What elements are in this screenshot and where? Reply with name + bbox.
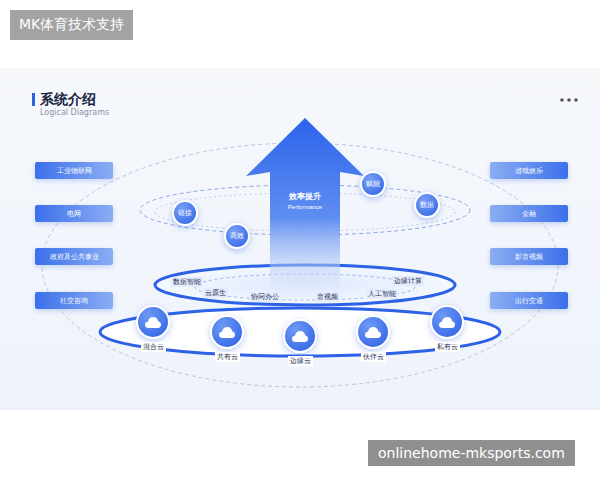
node-text: 边缘云: [288, 356, 313, 366]
cloud-icon: [283, 319, 317, 353]
node-text: 共有云: [215, 352, 240, 362]
service-label: 音视频: [315, 292, 340, 302]
cloud-icon: [136, 305, 170, 339]
service-label: 数据智能: [171, 277, 203, 287]
orbit-circle: 高效: [224, 223, 250, 249]
node-text: 影音视频: [515, 252, 543, 262]
title-bar: [32, 93, 35, 106]
industry-box: 工业物联网: [35, 162, 113, 179]
orbit-circle: 数据: [414, 192, 440, 218]
service-label: 云原生: [203, 288, 228, 298]
cloud-node: 边缘云: [280, 319, 320, 366]
panel: [0, 68, 600, 410]
node-text: 赋能: [366, 179, 380, 189]
node-text: 数据: [420, 200, 434, 210]
performance-arrow: 效率提升 Performance: [240, 118, 370, 300]
node-text: 伙伴云: [361, 352, 386, 362]
industry-box: 电网: [35, 205, 113, 222]
cloud-icon: [356, 315, 390, 349]
node-text: 金融: [522, 209, 536, 219]
cloud-node: 伙伴云: [353, 315, 393, 362]
service-label: 人工智能: [366, 289, 398, 299]
node-text: 链接: [178, 208, 192, 218]
arrow-subtitle: Performance: [240, 204, 370, 210]
node-text: 高效: [230, 231, 244, 241]
cloud-node: 混合云: [133, 305, 173, 352]
node-text: 工业物联网: [57, 166, 92, 176]
node-text: 电网: [67, 209, 81, 219]
industry-box: 政府及公共事业: [35, 248, 113, 265]
title: 系统介绍: [40, 91, 96, 109]
service-label: 边缘计算: [392, 276, 424, 286]
industry-box: 社交咨询: [35, 292, 113, 309]
industry-box: 出行交通: [490, 292, 568, 309]
industry-box: 影音视频: [490, 248, 568, 265]
cloud-symbol: [218, 326, 236, 339]
node-text: 社交咨询: [60, 296, 88, 306]
industry-box: 金融: [490, 205, 568, 222]
cloud-symbol: [438, 316, 456, 329]
orbit-circle: 链接: [172, 200, 198, 226]
node-text: 游戏娱乐: [515, 166, 543, 176]
cloud-icon: [210, 315, 244, 349]
watermark: onlinehome-mksports.com: [368, 440, 575, 466]
node-text: 出行交通: [515, 296, 543, 306]
node-text: 私有云: [435, 342, 460, 352]
cloud-symbol: [291, 330, 309, 343]
cloud-node: 私有云: [427, 305, 467, 352]
cloud-icon: [430, 305, 464, 339]
cloud-symbol: [364, 326, 382, 339]
orbit-circle: 赋能: [360, 171, 386, 197]
cloud-node: 共有云: [207, 315, 247, 362]
cloud-symbol: [144, 316, 162, 329]
node-text: 混合云: [141, 342, 166, 352]
node-text: 政府及公共事业: [50, 252, 99, 262]
menu-dots: [560, 98, 578, 102]
watermark: MK体育技术支持: [10, 10, 133, 40]
industry-box: 游戏娱乐: [490, 162, 568, 179]
service-label: 协同办公: [249, 292, 281, 302]
subtitle: Logical Diagrams: [40, 108, 109, 117]
arrow-title: 效率提升: [240, 191, 370, 202]
